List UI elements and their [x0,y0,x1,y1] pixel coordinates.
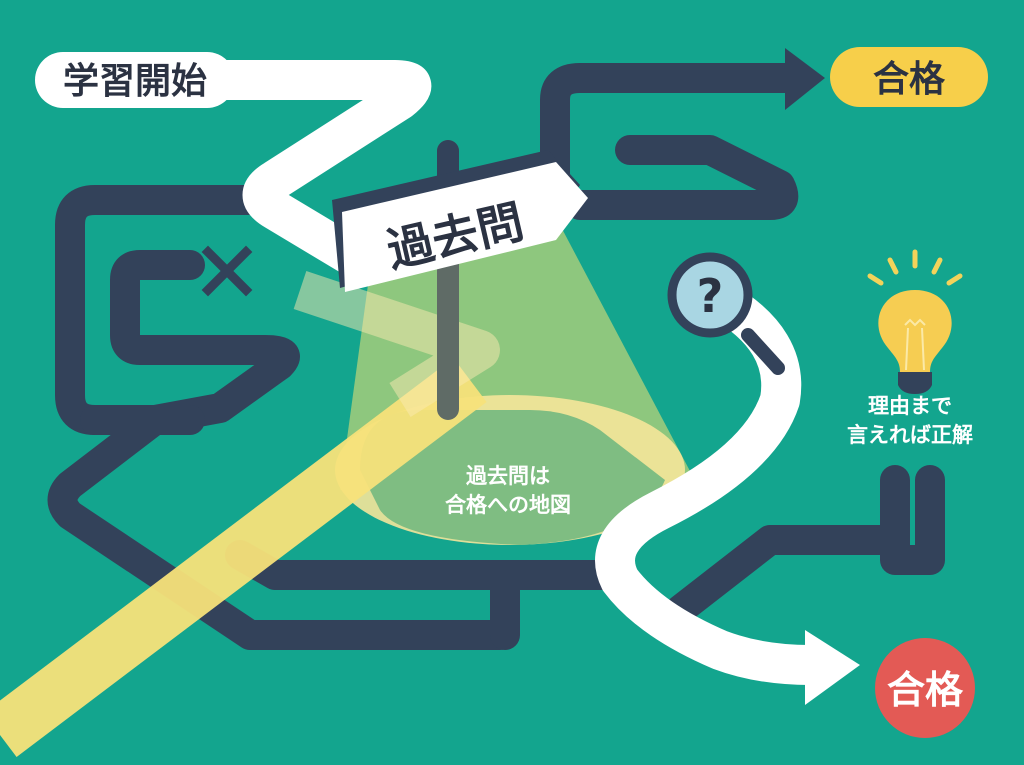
goal-badge-bottom: 合格 [875,638,975,738]
correct-path [200,60,830,685]
signpost-sign [332,150,588,292]
start-badge: 学習開始 [35,52,235,108]
goal-badge-top: 合格 [830,47,988,107]
correct-path-arrow-head [805,630,860,705]
maze-path-top-s [540,63,805,220]
maze-arrow-head [785,48,825,110]
lightbulb-icon [867,249,963,394]
spotlight-path-inner [293,271,500,417]
tip-line2: 言えれば正解 [847,423,973,447]
goal-bottom-label: 合格 [887,668,964,712]
spotlight-path [0,358,487,757]
spotlight-map-area [360,410,665,545]
question-mark: ? [697,269,724,323]
maze-path-bottom-right [665,465,945,625]
map-caption-line2: 合格への地図 [445,493,571,517]
maze-path-left-dead-end [110,250,300,435]
start-label: 学習開始 [63,60,207,102]
wrong-mark-icon [201,245,253,297]
tip-line1: 理由まで [868,394,952,418]
magnifier-question-icon: ? [667,252,785,375]
map-caption-line1: 過去問は [466,464,550,488]
maze-paths [47,63,945,650]
goal-top-label: 合格 [873,59,946,100]
maze-path-left-outer [47,185,515,650]
